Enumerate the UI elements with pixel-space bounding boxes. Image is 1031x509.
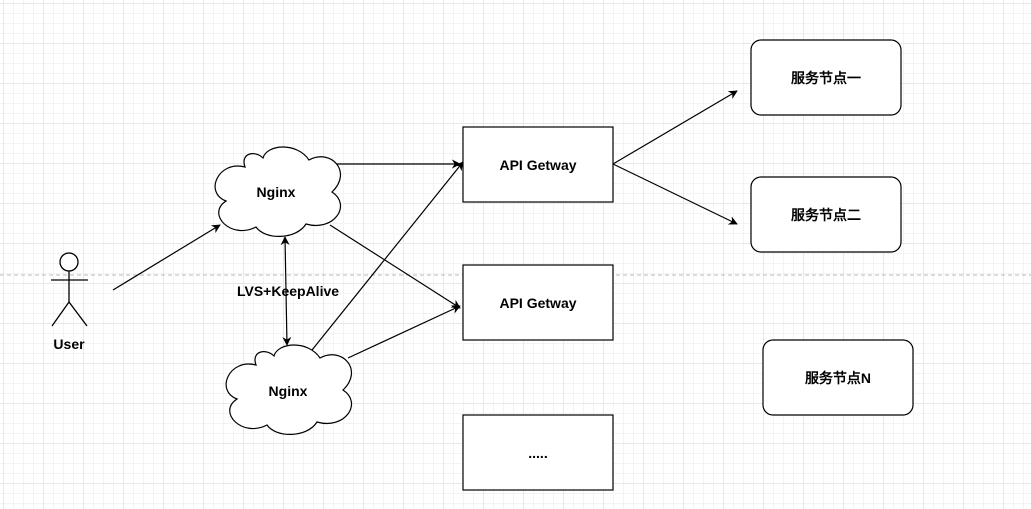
service-node-n[interactable]: 服务节点N xyxy=(762,339,914,416)
api-gateway-mid[interactable]: API Getway xyxy=(462,264,614,341)
nginx-top-label: Nginx xyxy=(257,184,296,200)
nginx-bottom-label: Nginx xyxy=(269,383,308,399)
service-node-n-label: 服务节点N xyxy=(805,370,871,386)
edge-gateway-to-service-1 xyxy=(612,90,738,165)
service-node-2-label: 服务节点二 xyxy=(791,207,861,223)
user-actor-icon[interactable] xyxy=(51,252,88,327)
nginx-top-cloud[interactable]: Nginx xyxy=(214,146,342,237)
edge-nginx-bottom-to-gateway-top xyxy=(307,161,464,356)
edge-gateway-to-service-2 xyxy=(612,163,738,225)
api-gateway-more-label: ..... xyxy=(528,445,547,461)
api-gateway-more[interactable]: ..... xyxy=(462,414,614,491)
nginx-bottom-cloud[interactable]: Nginx xyxy=(225,344,353,435)
api-gateway-top-label: API Getway xyxy=(499,157,576,173)
service-node-2[interactable]: 服务节点二 xyxy=(750,176,902,253)
edge-nginx-bottom-to-gateway-mid xyxy=(347,305,461,359)
service-node-1-label: 服务节点一 xyxy=(791,70,861,86)
api-gateway-mid-label: API Getway xyxy=(499,295,576,311)
lvs-keepalive-label: LVS+KeepAlive xyxy=(237,283,339,299)
edge-user-to-nginx-top xyxy=(112,224,221,291)
api-gateway-top[interactable]: API Getway xyxy=(462,126,614,203)
service-node-1[interactable]: 服务节点一 xyxy=(750,39,902,116)
user-label: User xyxy=(53,336,85,352)
edge-lvs-keepalive xyxy=(280,236,292,346)
edge-nginx-top-to-gateway-mid xyxy=(329,224,461,309)
